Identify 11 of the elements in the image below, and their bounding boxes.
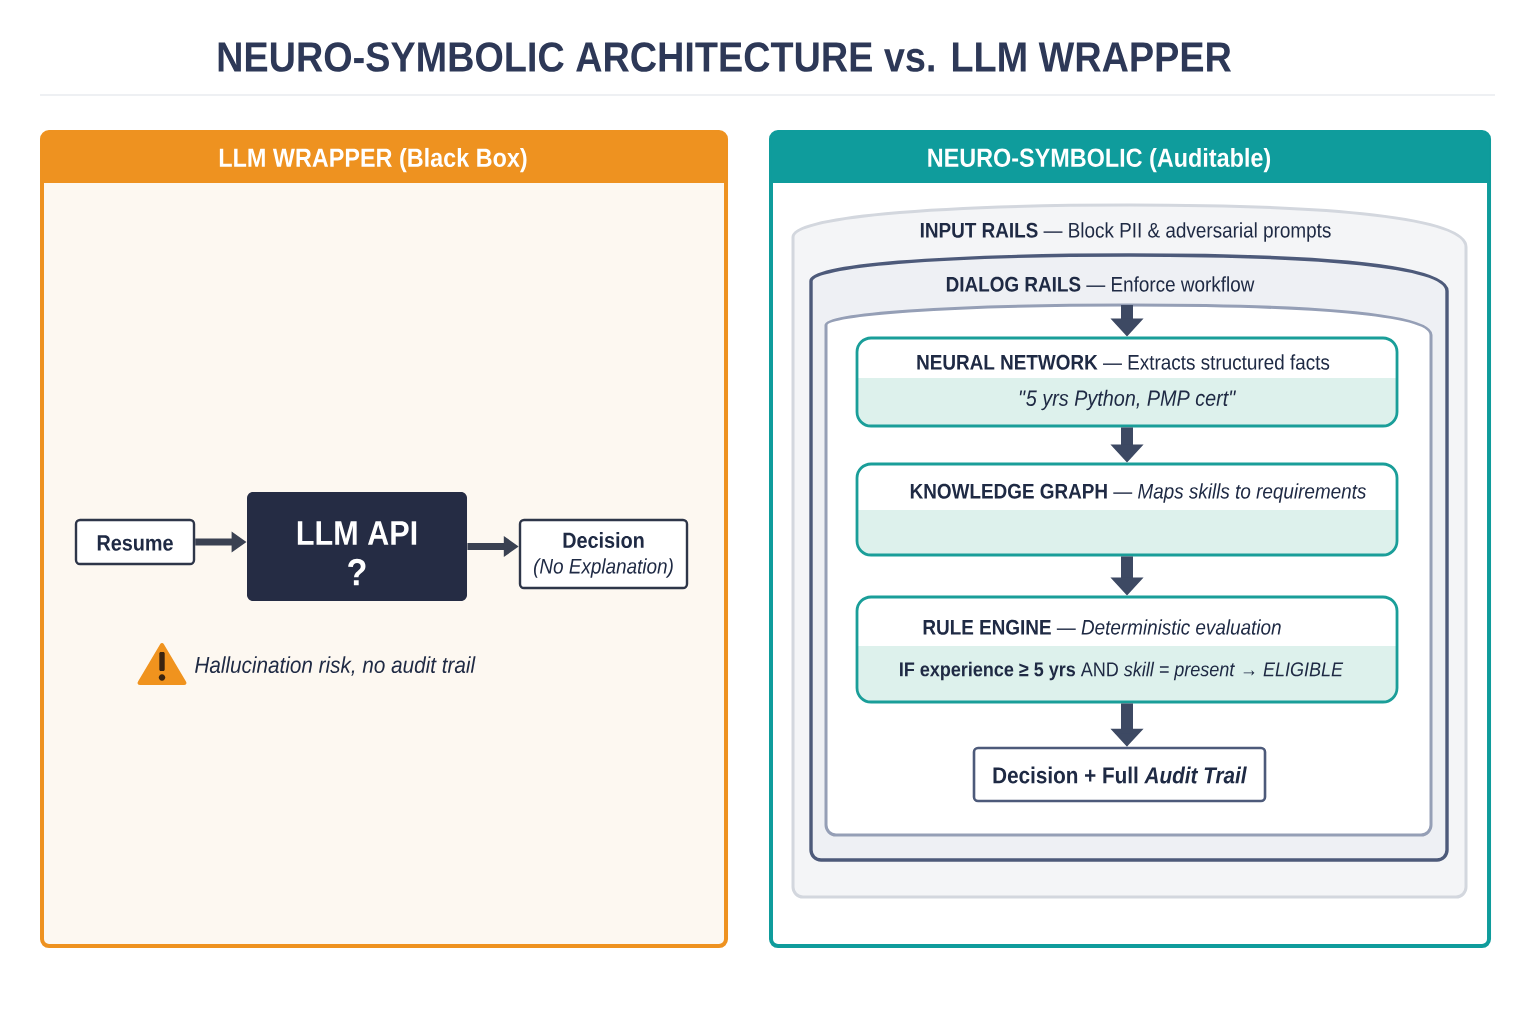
process-box: KNOWLEDGE GRAPH — Maps skills to requirements [855, 462, 1399, 557]
process-box: RULE ENGINE — Deterministic evaluation IF experience ≥ 5 yrs AND skill = present → ELIGIBLE [855, 595, 1399, 704]
process-box: Decision + Full Audit Trail [972, 746, 1267, 803]
header-bar: LLM WRAPPER (Black Box) [42, 132, 726, 183]
process-box: Resume [74, 518, 196, 566]
process-box: Decision (No Explanation) [518, 518, 689, 590]
process-box: NEURAL NETWORK — Extracts structured facts "5 yrs Python, PMP cert" [855, 336, 1399, 428]
warning-note: Hallucination risk, no audit trail [195, 656, 476, 676]
header-bar: NEURO-SYMBOLIC (Auditable) [771, 132, 1489, 183]
process-box: LLM API ? [247, 492, 467, 601]
title: NEURO-SYMBOLIC ARCHITECTURE vs. LLM WRAPPER [218, 42, 1232, 72]
